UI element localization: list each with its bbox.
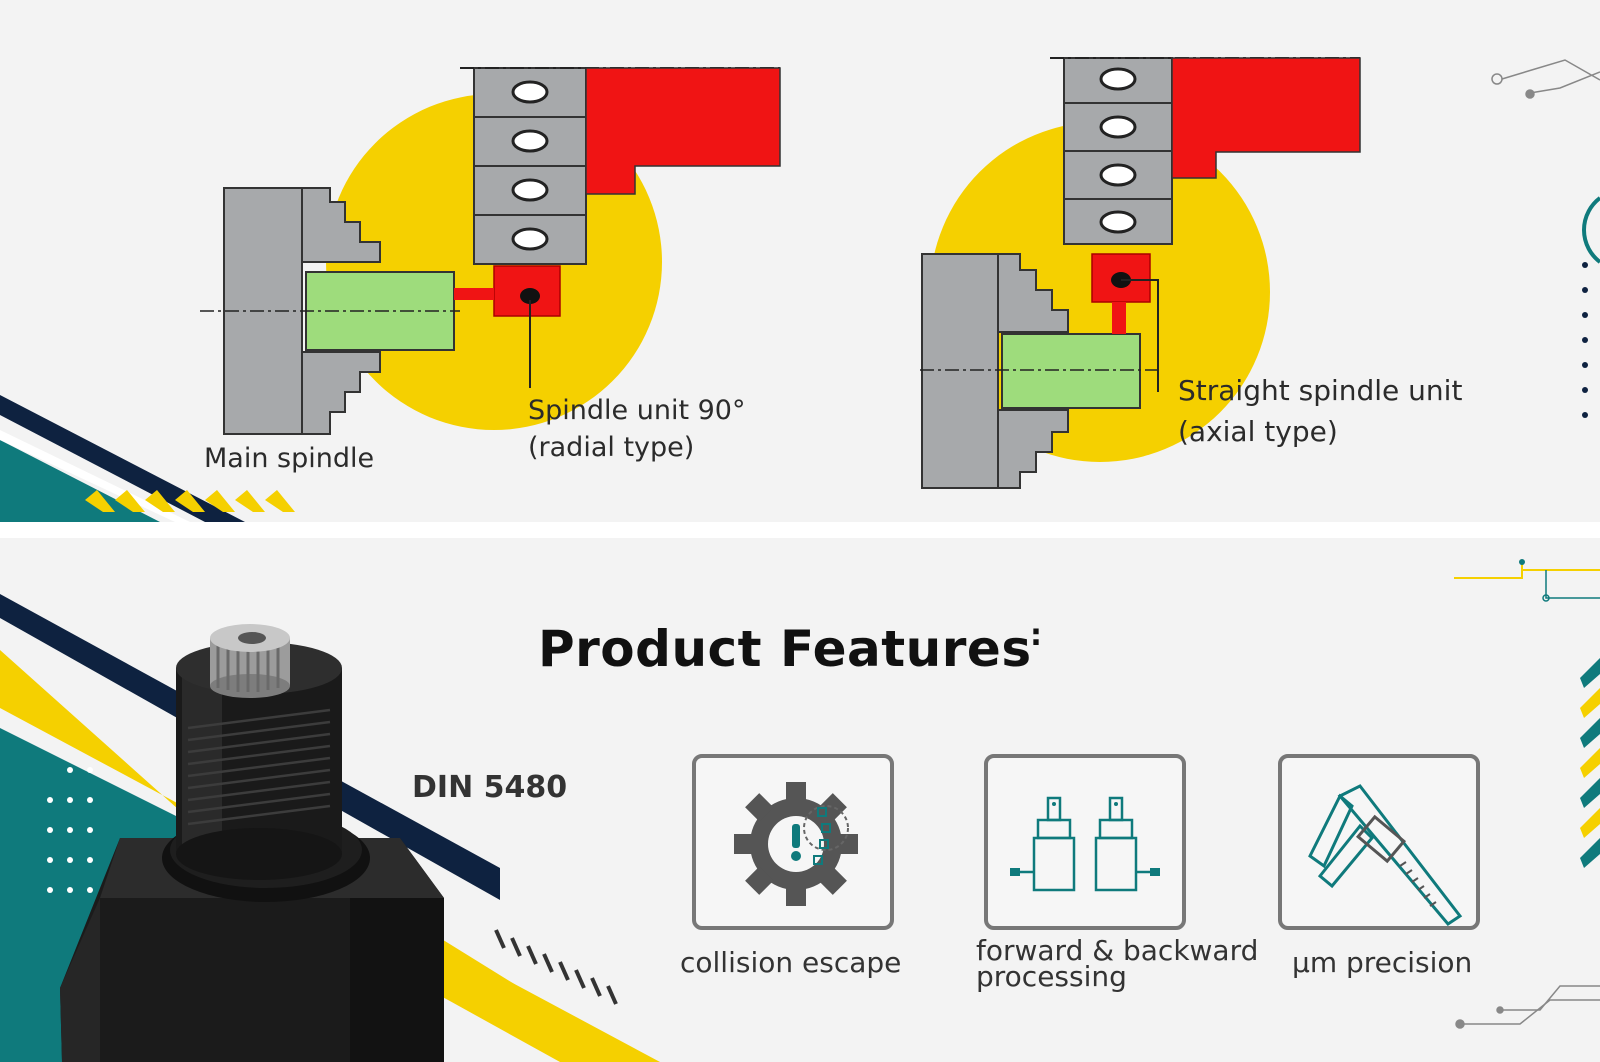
caliper-icon [1308,784,1463,926]
product-din-label: DIN 5480 [412,770,568,805]
feature-card-collision-escape [692,754,894,930]
features-title-colon: : [1030,618,1042,653]
product-features-artwork [0,559,1600,1062]
decor-teal-ring [1582,196,1600,264]
feature-label-collision-escape: collision escape [680,946,902,979]
axial-spindle-diagram [920,57,1361,489]
features-title: Product Features [538,620,1032,678]
decor-dot-grid [47,767,93,893]
decor-circuit-top-right [1491,59,1600,99]
decor-circuit-bottom-right [1455,985,1600,1029]
main-spindle-label: Main spindle [204,443,375,474]
feature-label-forward-backward: forward & backward processing [976,934,1259,993]
feature-card-um-precision [1278,754,1480,930]
feature-label-um-precision: μm precision [1292,946,1473,979]
feature-card-forward-backward [984,754,1186,930]
spindle-diagrams-artwork [0,57,1600,522]
gear-alert-icon [734,782,858,906]
radial-spindle-diagram [200,67,781,435]
product-features-panel: Product Features : DIN 5480 [0,538,1600,1062]
decor-stripes-top-left [0,395,295,522]
decor-right-dashes [1580,658,1600,868]
axial-unit-label: Straight spindle unit (axial type) [1178,374,1463,448]
radial-unit-label: Spindle unit 90° (radial type) [528,395,746,463]
decor-dot-column [1582,262,1588,418]
spindle-units-icon [1010,796,1160,892]
product-tool-holder-image [60,624,444,1062]
decor-circuit-bottom-top-right [1454,559,1600,602]
spindle-diagrams-panel: Main spindle Spindle unit 90° (radial ty… [0,0,1600,522]
